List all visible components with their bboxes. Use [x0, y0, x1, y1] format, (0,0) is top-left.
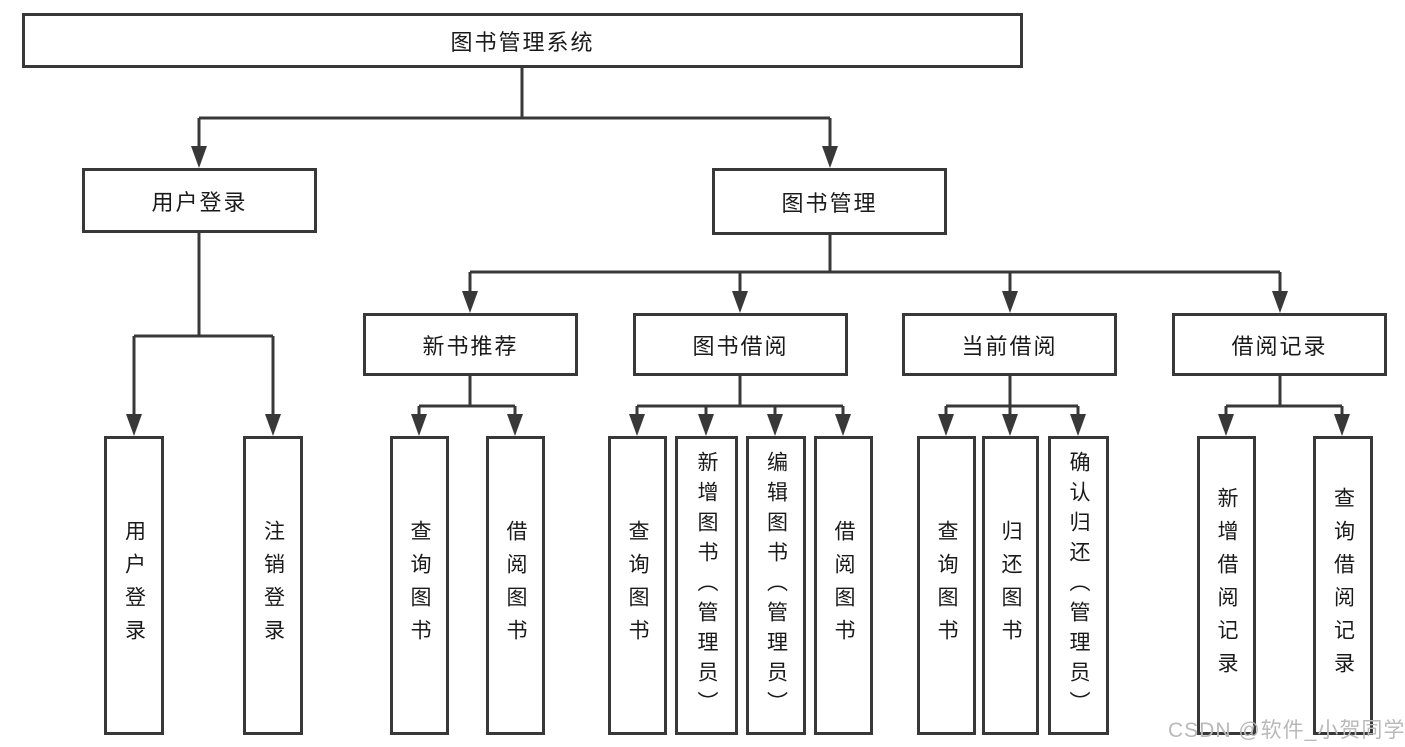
leaf-label: 编辑图书（管理员）: [764, 450, 788, 721]
node-leaf-borrow-books-2: 借阅图书: [814, 436, 873, 735]
node-leaf-confirm-return-admin: 确认归还（管理员）: [1048, 436, 1109, 735]
node-leaf-logout: 注销登录: [243, 436, 303, 735]
leaf-label: 查询图书: [626, 519, 649, 652]
node-leaf-query-books-1: 查询图书: [390, 436, 449, 735]
leaf-label: 借阅图书: [832, 519, 855, 652]
leaf-label: 借阅图书: [504, 519, 527, 652]
node-leaf-query-books-2: 查询图书: [608, 436, 667, 735]
node-leaf-borrow-books-1: 借阅图书: [486, 436, 545, 735]
node-library-management-system: 图书管理系统: [22, 13, 1023, 68]
leaf-label: 新增借阅记录: [1215, 486, 1238, 685]
node-book-management: 图书管理: [712, 168, 947, 235]
node-leaf-query-borrow-record: 查询借阅记录: [1313, 436, 1373, 735]
node-leaf-add-books-admin: 新增图书（管理员）: [675, 436, 738, 735]
node-leaf-edit-books-admin: 编辑图书（管理员）: [746, 436, 806, 735]
arrowhead-icons: [126, 146, 1350, 436]
node-leaf-query-books-3: 查询图书: [917, 436, 976, 735]
leaf-label: 查询图书: [935, 519, 958, 652]
node-book-borrowing: 图书借阅: [633, 313, 848, 376]
leaf-label: 查询借阅记录: [1331, 486, 1355, 685]
leaf-label: 查询图书: [408, 519, 431, 652]
leaf-label: 用户登录: [122, 519, 146, 652]
node-current-borrowing: 当前借阅: [902, 313, 1117, 376]
leaf-label: 确认归还（管理员）: [1067, 450, 1090, 721]
csdn-watermark: CSDN @软件_小贺同学: [1168, 719, 1405, 742]
leaf-label: 新增图书（管理员）: [695, 450, 718, 721]
leaf-label: 归还图书: [999, 519, 1022, 652]
leaf-label: 注销登录: [261, 519, 285, 652]
node-new-book-recommendation: 新书推荐: [363, 313, 578, 376]
node-user-login: 用户登录: [82, 168, 317, 233]
node-leaf-add-borrow-record: 新增借阅记录: [1197, 436, 1256, 735]
node-borrowing-records: 借阅记录: [1172, 313, 1387, 376]
node-leaf-user-login: 用户登录: [104, 436, 164, 735]
node-leaf-return-books: 归还图书: [982, 436, 1039, 735]
